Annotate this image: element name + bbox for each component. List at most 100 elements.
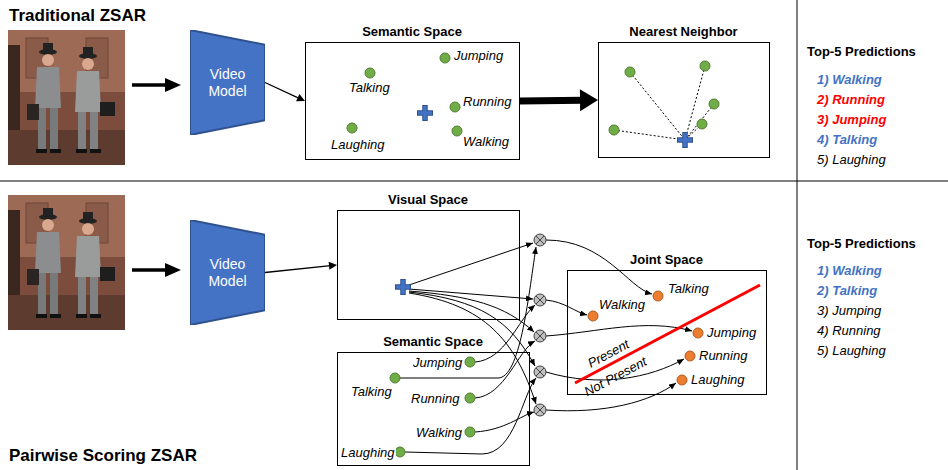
trapezoid-shape bbox=[190, 30, 265, 135]
input-arrow bbox=[165, 263, 181, 277]
class-label: Running bbox=[410, 391, 460, 406]
block-label: Video Model bbox=[199, 256, 257, 290]
input-arrow bbox=[132, 78, 181, 277]
class-label: Running bbox=[698, 348, 748, 363]
class-label: Laughing bbox=[690, 372, 746, 387]
class-label: Jumping bbox=[412, 355, 463, 370]
trapezoid-shape bbox=[190, 220, 265, 325]
class-label: Running bbox=[462, 94, 512, 109]
decision-boundary bbox=[575, 285, 760, 383]
distance-line bbox=[685, 104, 714, 140]
video-embedding-cross bbox=[677, 132, 693, 148]
joint-embedding-dot bbox=[588, 311, 598, 321]
pairing-operator bbox=[534, 294, 546, 306]
arrow-head bbox=[296, 94, 305, 101]
prediction-item: 4) Talking bbox=[816, 132, 878, 147]
class-embedding-dot bbox=[465, 357, 475, 367]
box-heading: Joint Space bbox=[628, 252, 705, 268]
box-heading: Semantic Space bbox=[360, 24, 464, 40]
class-embedding-dot bbox=[609, 61, 719, 135]
class-embedding-dot bbox=[700, 61, 710, 71]
input-arrow bbox=[165, 78, 181, 92]
class-embedding-dot bbox=[709, 99, 719, 109]
connector-line bbox=[265, 83, 299, 99]
distance-line bbox=[614, 66, 714, 140]
prediction-item: 5) Laughing bbox=[816, 152, 887, 167]
joint-embedding-dot bbox=[677, 375, 687, 385]
class-label: Jumping bbox=[706, 325, 757, 340]
visual-space-box: Visual Space bbox=[337, 210, 520, 320]
class-label: Walking bbox=[462, 134, 510, 149]
joint-embedding-dot bbox=[693, 328, 703, 338]
pairing-operator bbox=[534, 404, 546, 416]
class-embedding-dot bbox=[395, 447, 405, 457]
section-title: Pairwise Scoring ZSAR bbox=[8, 446, 198, 466]
class-label: Jumping bbox=[453, 48, 504, 63]
class-embedding-dot bbox=[347, 123, 357, 133]
class-embedding-dot bbox=[625, 67, 635, 77]
pairing-wire bbox=[409, 289, 533, 299]
pairing-operator bbox=[534, 234, 546, 246]
box-heading: Nearest Neighbor bbox=[627, 24, 739, 40]
prediction-item: 3) Jumping bbox=[816, 303, 882, 318]
predictions-heading: Top-5 Predictions bbox=[806, 236, 917, 251]
prediction-item: 3) Jumping bbox=[816, 112, 887, 127]
video-embedding-cross bbox=[417, 105, 433, 121]
video-embedding-cross bbox=[418, 106, 432, 120]
pairing-wire bbox=[405, 378, 536, 454]
block-label: Video Model bbox=[199, 66, 257, 100]
video-embedding-cross bbox=[417, 105, 433, 121]
class-embedding-dot bbox=[450, 102, 460, 112]
pairing-operator bbox=[536, 368, 544, 376]
prediction-item: 1) Walking bbox=[816, 263, 883, 278]
prediction-item: 1) Walking bbox=[816, 72, 883, 87]
video-embedding-cross bbox=[395, 279, 411, 295]
pairing-wire bbox=[400, 247, 536, 378]
class-embedding-dot bbox=[440, 53, 450, 63]
input-arrow bbox=[132, 268, 166, 272]
prediction-item: 5) Laughing bbox=[816, 343, 887, 358]
input-arrow bbox=[132, 83, 166, 87]
video-embedding-cross bbox=[678, 133, 692, 147]
pairing-operator bbox=[536, 236, 544, 244]
video-frame-photo bbox=[8, 30, 125, 165]
section-divider bbox=[0, 181, 948, 182]
distance-line bbox=[630, 72, 685, 140]
class-label: Walking bbox=[415, 425, 463, 440]
video-embedding-cross bbox=[395, 279, 411, 295]
pairing-operator bbox=[536, 332, 544, 340]
class-label: Walking bbox=[598, 297, 646, 312]
class-embedding-dot bbox=[697, 119, 707, 129]
prediction-item: 2) Running bbox=[816, 92, 886, 107]
class-label: Talking bbox=[348, 80, 391, 95]
box-heading: Visual Space bbox=[386, 192, 470, 208]
class-embedding-dot bbox=[365, 68, 375, 78]
class-embedding-dot bbox=[390, 373, 400, 383]
video-model-block: Video Model bbox=[190, 220, 265, 325]
pairing-operator bbox=[534, 366, 546, 378]
video-embedding-cross bbox=[677, 132, 693, 148]
video-frame-photo bbox=[8, 195, 125, 330]
class-embedding-dot bbox=[347, 53, 462, 136]
prediction-item: 4) Running bbox=[816, 323, 882, 338]
connector-line bbox=[520, 97, 584, 105]
video-model-block: Video Model bbox=[190, 30, 265, 135]
pairing-wire bbox=[409, 243, 533, 285]
predictions-heading: Top-5 Predictions bbox=[806, 44, 917, 59]
section-title: Traditional ZSAR bbox=[8, 6, 147, 26]
class-label: Talking bbox=[350, 384, 393, 399]
connector-line bbox=[265, 266, 331, 273]
pairing-operator bbox=[534, 330, 546, 342]
class-label: Laughing bbox=[330, 137, 386, 152]
pairing-wire bbox=[475, 412, 534, 432]
box-heading: Semantic Space bbox=[381, 334, 485, 350]
joint-embedding-dot bbox=[685, 351, 695, 361]
class-label: Laughing bbox=[340, 445, 396, 460]
distance-line bbox=[614, 130, 685, 140]
arrow-head bbox=[580, 89, 598, 111]
class-embedding-dot bbox=[465, 393, 475, 403]
joint-embedding-dot bbox=[653, 291, 663, 301]
section-divider bbox=[797, 0, 798, 470]
